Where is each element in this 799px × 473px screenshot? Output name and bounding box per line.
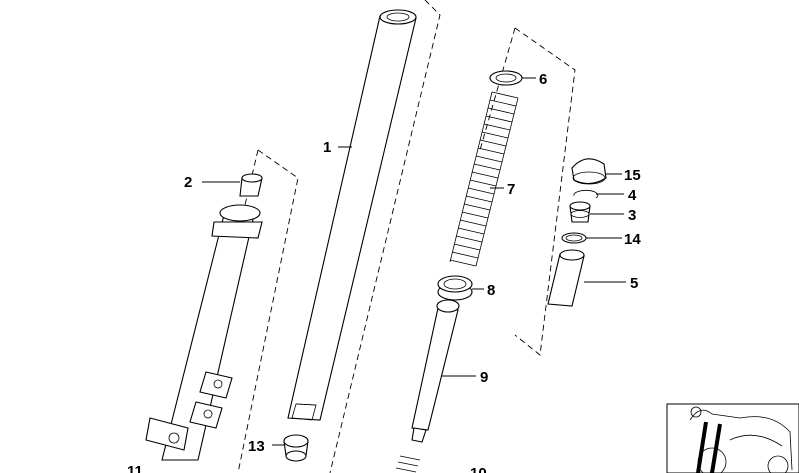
part-14-o-ring — [561, 232, 587, 244]
part-10-lower-spring — [395, 455, 421, 473]
part-5-spacer-tube — [547, 249, 585, 307]
callout-4: 4 — [628, 187, 637, 204]
part-7-spring — [449, 91, 519, 267]
part-4-circlip — [573, 189, 599, 199]
callout-2: 2 — [184, 174, 192, 191]
part-3-plug — [569, 201, 591, 223]
assembly-outline-right — [479, 27, 576, 356]
part-11-slider — [145, 204, 263, 461]
assembly-outline-center — [329, 0, 441, 473]
part-13-ring — [283, 434, 309, 462]
part-1-fork-tube — [287, 9, 417, 421]
callout-labels: 1 2 3 4 5 6 7 8 9 10 11 13 14 15 — [127, 71, 641, 473]
assembly-outline-left — [237, 149, 299, 473]
callout-13: 13 — [248, 438, 265, 455]
callout-15: 15 — [624, 167, 641, 184]
callout-6: 6 — [539, 71, 547, 88]
part-2-bushing — [239, 173, 263, 197]
callout-5: 5 — [630, 275, 638, 292]
callout-10: 10 — [470, 465, 487, 473]
leader-lines — [202, 77, 626, 446]
part-8-spacer-ring — [437, 275, 473, 301]
part-15-cap — [571, 158, 607, 185]
callout-9: 9 — [480, 369, 488, 386]
callout-11: 11 — [127, 463, 143, 473]
callout-14: 14 — [624, 231, 641, 248]
callout-8: 8 — [487, 282, 495, 299]
callout-1: 1 — [323, 139, 331, 156]
motorcycle-location-thumbnail — [666, 403, 799, 473]
part-6-washer — [489, 70, 523, 86]
part-9-damper-rod — [411, 299, 460, 443]
callout-3: 3 — [628, 207, 636, 224]
callout-7: 7 — [507, 181, 515, 198]
